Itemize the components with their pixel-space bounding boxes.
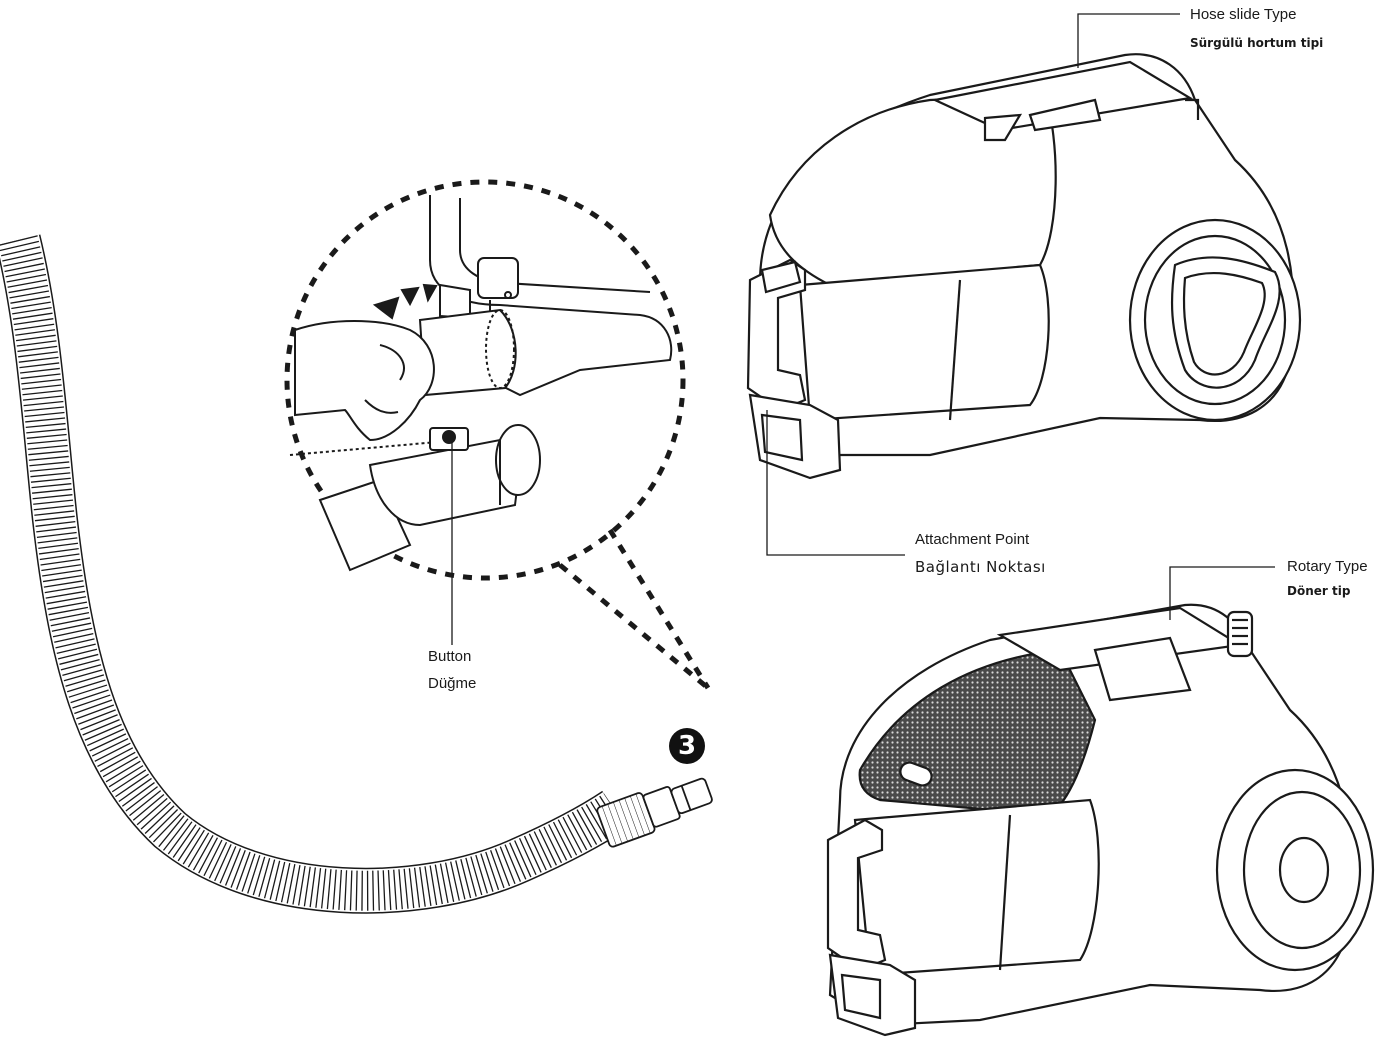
hose-connector bbox=[596, 777, 713, 848]
attachment-point-label-tr: Bağlantı Noktası bbox=[915, 558, 1046, 576]
vacuum-hose-slide bbox=[746, 53, 1302, 480]
label-leader-rotary bbox=[1169, 566, 1275, 620]
rotary-type-label-en: Rotary Type bbox=[1287, 558, 1368, 575]
button-label-tr: Düğme bbox=[428, 675, 477, 692]
attachment-point-label-en: Attachment Point bbox=[915, 531, 1030, 548]
hose-slide-label-tr: Sürgülü hortum tipi bbox=[1190, 36, 1324, 50]
step-number-badge: 3 bbox=[669, 728, 705, 764]
button-label-en: Button bbox=[428, 648, 472, 665]
hose-slide-label-en: Hose slide Type bbox=[1190, 6, 1297, 23]
magnified-detail bbox=[289, 195, 673, 572]
rotary-type-label-tr: Döner tip bbox=[1287, 584, 1351, 598]
flexible-hose bbox=[0, 234, 628, 914]
label-leaders-top bbox=[766, 13, 1180, 556]
vacuum-rotary bbox=[826, 603, 1375, 1037]
step-number: 3 bbox=[677, 731, 697, 761]
magnify-callout bbox=[284, 179, 711, 690]
